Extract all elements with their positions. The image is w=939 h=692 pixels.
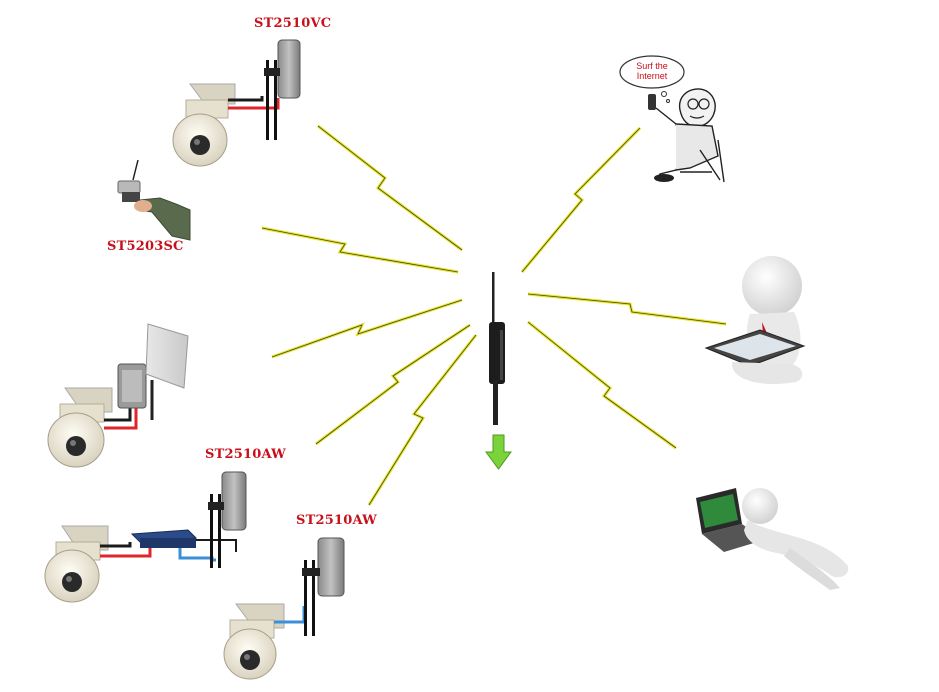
bubble-line-2: Internet	[637, 71, 668, 81]
link-mid-bridge	[315, 323, 471, 446]
handheld-camera	[117, 159, 191, 241]
laptop-user	[696, 488, 849, 590]
link-top-bridge	[317, 124, 463, 252]
link-handheld	[261, 226, 459, 274]
link-phone-user	[520, 126, 642, 273]
panel-bridge	[117, 323, 189, 420]
bridge-mid	[208, 471, 247, 568]
down-arrow-icon	[485, 434, 512, 470]
label-st2510vc: ST2510VC	[254, 16, 332, 31]
link-low-bridge	[367, 334, 478, 506]
tablet-user	[704, 256, 806, 384]
link-tablet-user	[527, 292, 727, 326]
ptz-camera-2	[47, 387, 113, 468]
label-st5203sc: ST5203SC	[107, 239, 184, 254]
bridge-low	[302, 537, 345, 636]
link-laptop-user	[527, 320, 677, 450]
phone-user: Surf the Internet	[619, 55, 725, 183]
poe-injector	[130, 529, 198, 548]
cable-red-1	[228, 96, 280, 110]
label-st2510aw-mid: ST2510AW	[205, 447, 286, 462]
ptz-camera-1	[172, 83, 236, 167]
ptz-camera-3	[44, 525, 109, 603]
cable-red-3	[100, 542, 152, 558]
label-st2510aw-low: ST2510AW	[296, 513, 377, 528]
ptz-camera-4	[223, 603, 285, 680]
bubble-line-1: Surf the	[636, 61, 668, 71]
link-panel-bridge	[271, 298, 463, 359]
base-station	[489, 272, 505, 425]
cable-red-2	[104, 405, 138, 430]
wireless-links	[261, 124, 727, 506]
speech-bubble: Surf the Internet	[619, 55, 685, 103]
bridge-top	[264, 39, 301, 140]
